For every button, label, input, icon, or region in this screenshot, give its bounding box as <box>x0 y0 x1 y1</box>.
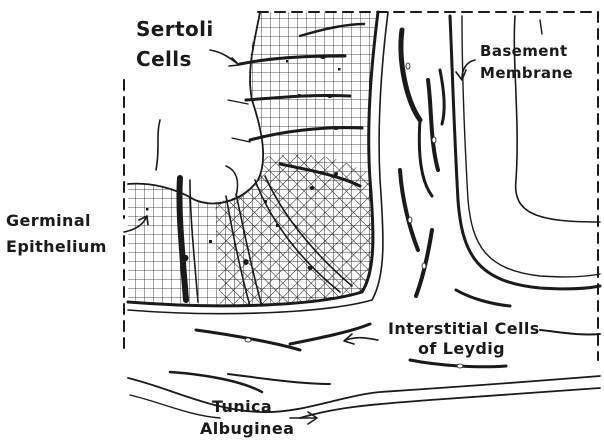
label-tunica-line2: Albuginea <box>200 419 294 438</box>
label-tunica-line1: Tunica <box>212 397 272 416</box>
label-germinal-line2: Epithelium <box>6 237 107 256</box>
label-interstitial-line1: Interstitial Cells <box>388 319 540 338</box>
label-sertoli-line1: Sertoli <box>136 17 214 41</box>
tunica-albuginea-band <box>128 376 600 418</box>
label-germinal-line1: Germinal <box>6 211 91 230</box>
label-germinal-epithelium: Germinal Epithelium <box>6 211 107 256</box>
label-interstitial-line2: of Leydig <box>418 339 505 358</box>
label-sertoli-cells: Sertoli Cells <box>136 17 214 71</box>
label-sertoli-line2: Cells <box>136 47 192 71</box>
label-basement-line2: Membrane <box>480 64 573 82</box>
label-basement-membrane: Basement Membrane <box>480 42 573 82</box>
label-basement-line1: Basement <box>480 42 568 60</box>
label-interstitial-cells: Interstitial Cells of Leydig <box>388 319 540 358</box>
